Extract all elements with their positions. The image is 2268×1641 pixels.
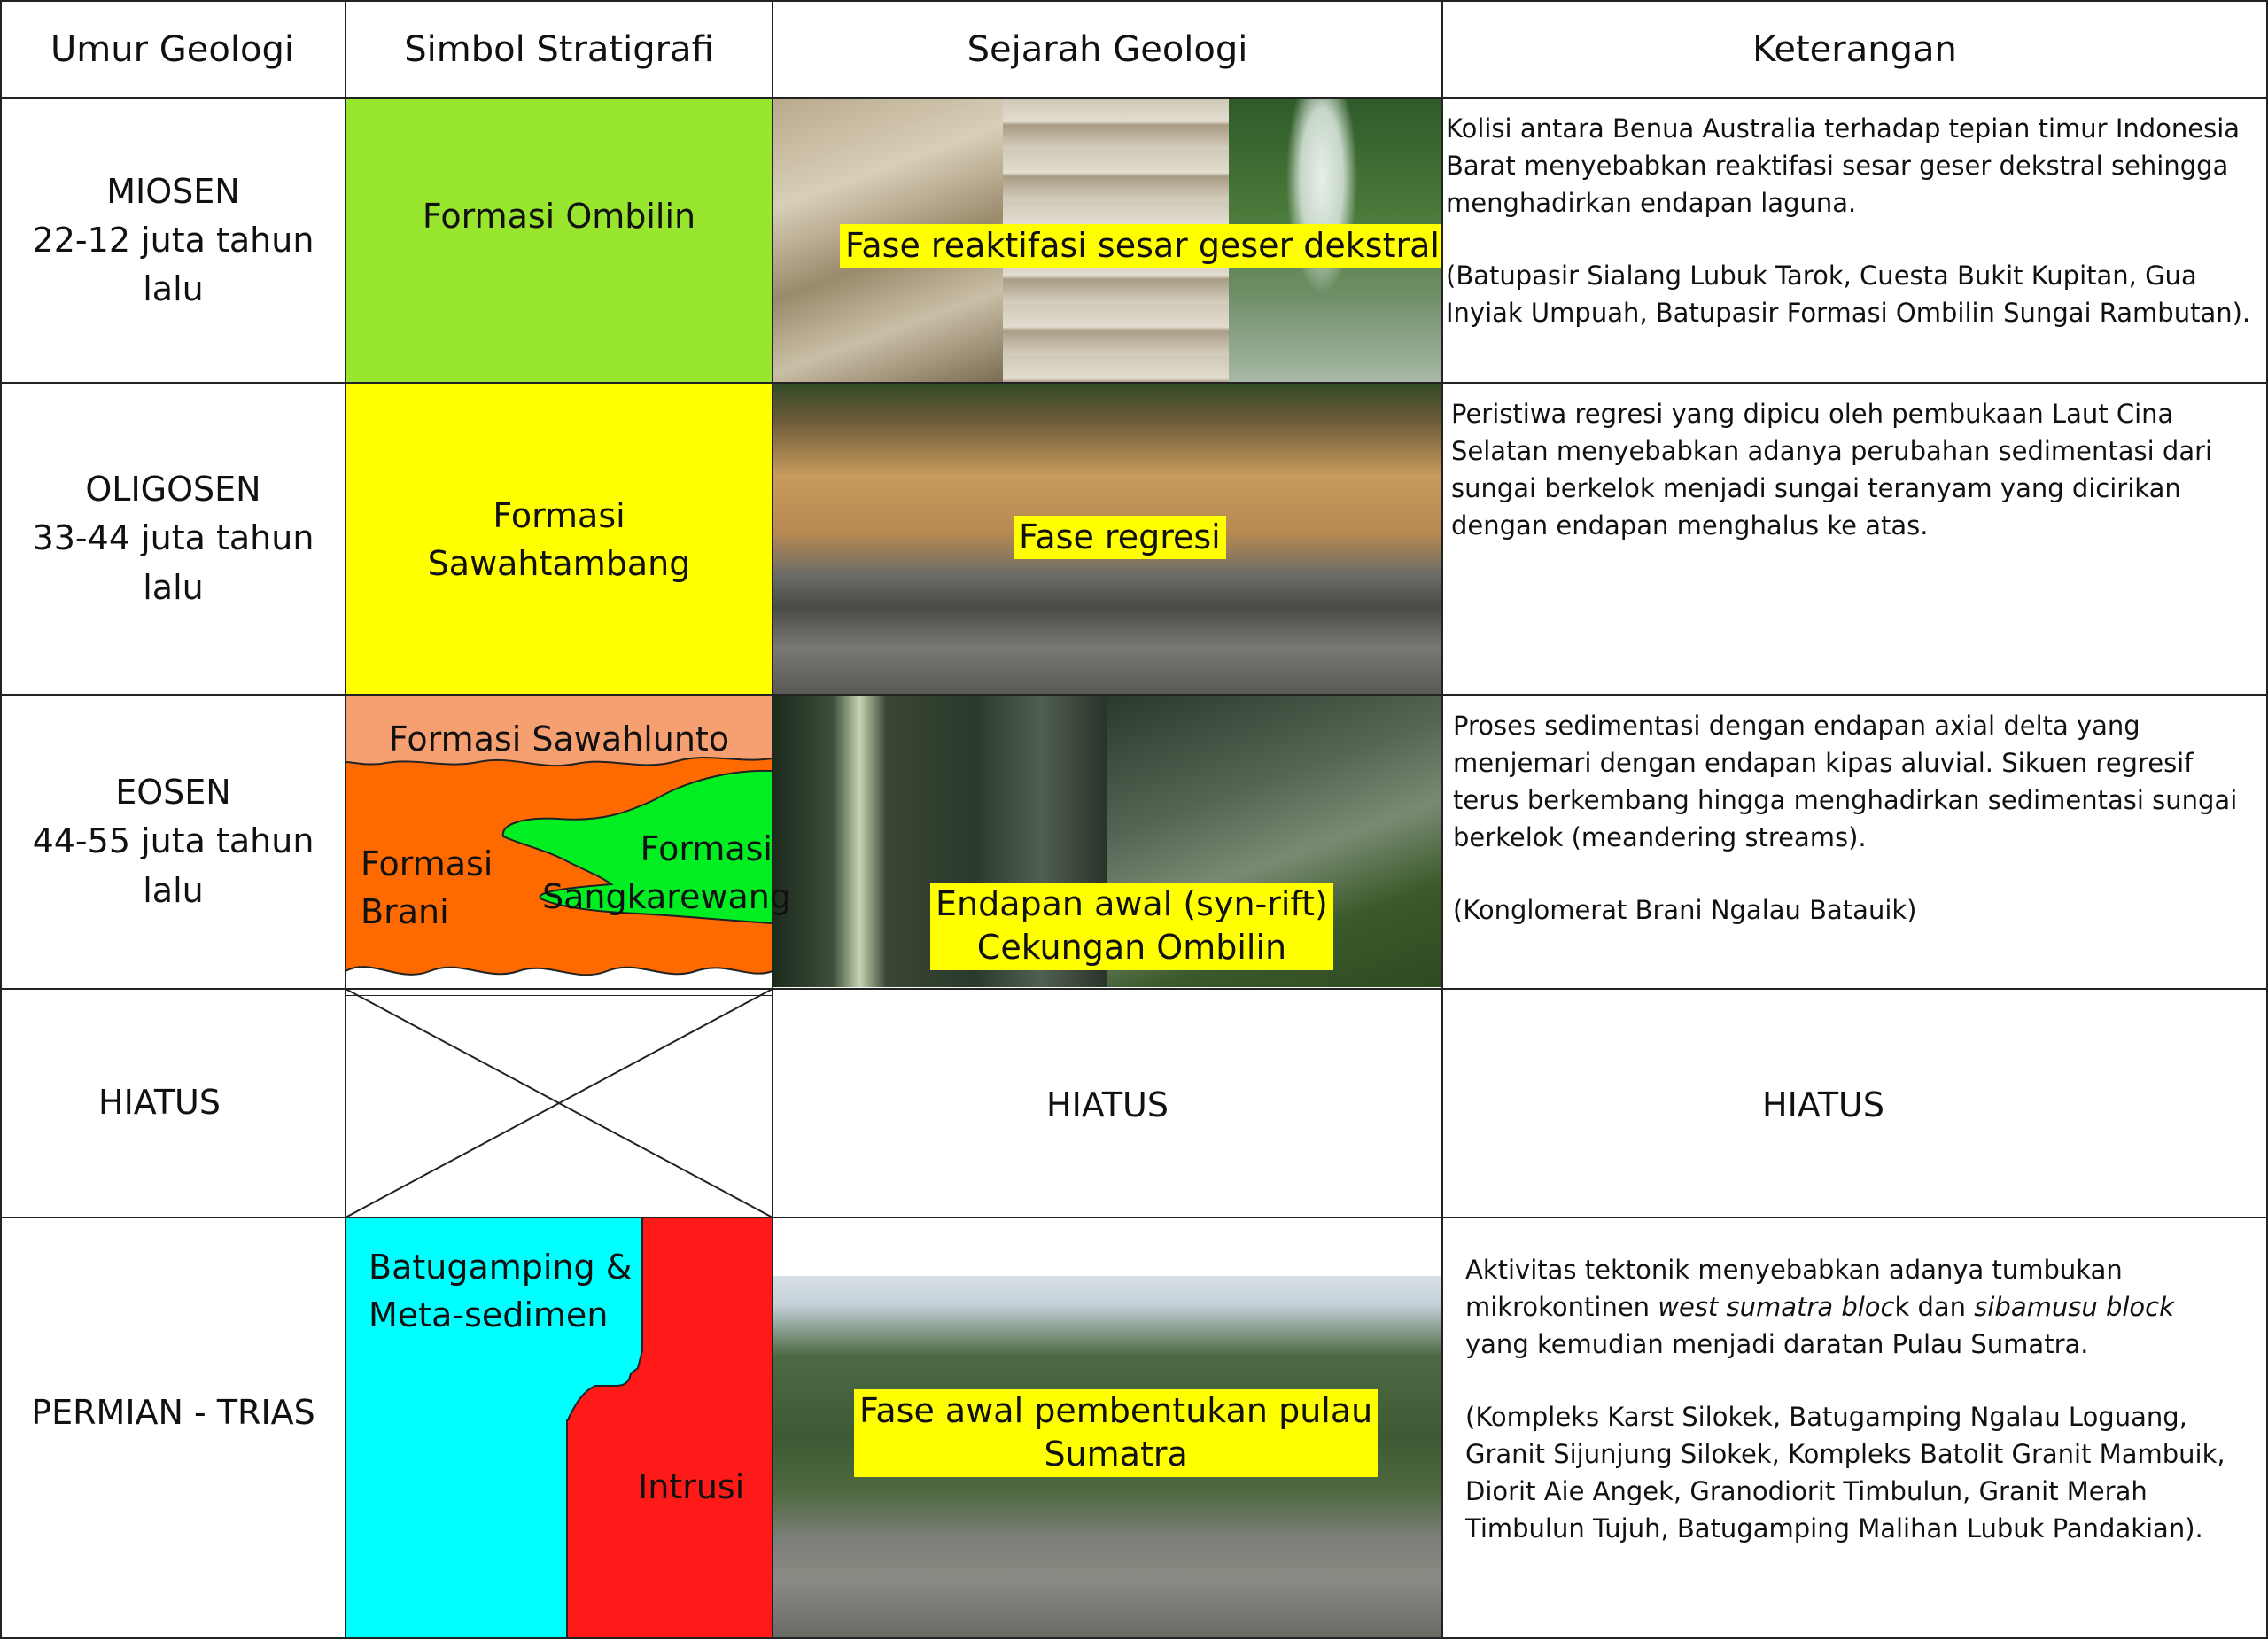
hiatus-keterangan: HIATUS: [1762, 1085, 1884, 1125]
grid-bottom: [0, 1637, 2268, 1639]
age-hiatus-name: HIATUS: [98, 1083, 221, 1123]
formasi-intrusi-label: Intrusi: [638, 1467, 745, 1506]
header-simbol-stratigrafi: Simbol Stratigrafi: [404, 29, 714, 70]
grid-col-0: [0, 0, 2, 1639]
formasi-brani-label: Formasi Brani: [361, 844, 493, 931]
age-eosen-range: 44-55 juta tahun lalu: [32, 821, 315, 910]
age-oligosen-range: 33-44 juta tahun lalu: [32, 518, 315, 607]
age-hiatus: HIATUS: [2, 990, 317, 1217]
phase-label-regresi: Fase regresi: [1014, 516, 1226, 560]
hiatus-sejarah: HIATUS: [1046, 1085, 1169, 1125]
desc-permian-text: Aktivitas tektonik menyebabkan adanya tu…: [1465, 1255, 2174, 1360]
miosen-photo: Fase reaktifasi sesar geser dekstral: [773, 98, 1442, 382]
grid-col-1: [345, 0, 346, 1639]
intrusi-area: [566, 1217, 773, 1637]
grid-row-2: [0, 382, 2268, 384]
oligosen-photo: Fase regresi: [773, 383, 1442, 695]
formasi-ombilin-block: [346, 98, 773, 382]
hiatus-cross: [346, 989, 773, 1217]
grid-row-4: [0, 988, 2268, 990]
formasi-sawahtambang-label: Formasi Sawahtambang: [427, 496, 691, 583]
age-permian-name: PERMIAN - TRIAS: [31, 1393, 315, 1433]
phase-label-reaktifasi: Fase reaktifasi sesar geser dekstral: [840, 224, 1442, 268]
grid-row-1: [0, 97, 2268, 99]
desc-eosen-text: Proses sedimentasi dengan endapan axial …: [1453, 711, 2238, 853]
grid-col-3: [1441, 0, 1443, 1639]
header-keterangan: Keterangan: [1752, 29, 1957, 70]
age-eosen-name: EOSEN: [115, 773, 231, 813]
grid-top: [0, 0, 2268, 2]
formasi-sawahlunto-label: Formasi Sawahlunto: [388, 719, 730, 759]
grid-col-4: [2266, 0, 2268, 1639]
header-umur-geologi: Umur Geologi: [50, 29, 294, 70]
desc-oligosen: Peristiwa regresi yang dipicu oleh pembu…: [1451, 395, 2264, 579]
permian-strat-svg: [346, 1217, 773, 1637]
eosen-photo: Endapan awal (syn-rift) Cekungan Ombilin: [773, 695, 1442, 987]
grid-col-2: [772, 0, 773, 1639]
grid-row-3: [0, 694, 2268, 696]
age-oligosen: OLIGOSEN 33-44 juta tahun lalu: [2, 384, 345, 694]
sawahlunto-wavy-border: [346, 757, 773, 767]
formasi-batugamping-label: Batugamping & Meta-sedimen: [369, 1248, 633, 1334]
header-sejarah-geologi: Sejarah Geologi: [967, 29, 1248, 70]
formasi-ombilin-label: Formasi Ombilin: [422, 197, 696, 237]
desc-miosen-text: Kolisi antara Benua Australia terhadap t…: [1446, 113, 2241, 219]
desc-permian-sites: (Kompleks Karst Silokek, Batugamping Nga…: [1465, 1402, 2225, 1544]
eosen-strat-svg: [346, 695, 773, 996]
formasi-sangkarewang-area: [501, 769, 773, 925]
desc-eosen-sites: (Konglomerat Brani Ngalau Batauik): [1453, 895, 1917, 926]
desc-miosen-sites: (Batupasir Sialang Lubuk Tarok, Cuesta B…: [1446, 261, 2251, 329]
desc-oligosen-text: Peristiwa regresi yang dipicu oleh pembu…: [1451, 399, 2213, 541]
grid-row-5: [0, 1217, 2268, 1218]
phase-label-pulau-sumatra: Fase awal pembentukan pulau Sumatra: [854, 1389, 1379, 1477]
age-oligosen-name: OLIGOSEN: [85, 470, 261, 509]
age-permian-trias: PERMIAN - TRIAS: [2, 1218, 345, 1608]
age-miosen: MIOSEN 22-12 juta tahun lalu: [2, 99, 345, 382]
permian-photo: Fase awal pembentukan pulau Sumatra: [773, 1276, 1442, 1637]
age-miosen-name: MIOSEN: [106, 171, 240, 211]
desc-eosen: Proses sedimentasi dengan endapan axial …: [1453, 707, 2250, 964]
phase-label-syn-rift: Endapan awal (syn-rift) Cekungan Ombilin: [930, 883, 1333, 970]
age-eosen: EOSEN 44-55 juta tahun lalu: [2, 696, 345, 988]
desc-permian: Aktivitas tektonik menyebabkan adanya tu…: [1465, 1251, 2245, 1583]
formasi-sawahlunto-area: [346, 695, 773, 766]
formasi-sangkarewang-label: Formasi Sangkarewang: [542, 829, 791, 916]
age-miosen-range: 22-12 juta tahun lalu: [32, 220, 315, 309]
formasi-sawahtambang-block: [346, 383, 773, 695]
desc-miosen: Kolisi antara Benua Australia terhadap t…: [1446, 110, 2263, 367]
